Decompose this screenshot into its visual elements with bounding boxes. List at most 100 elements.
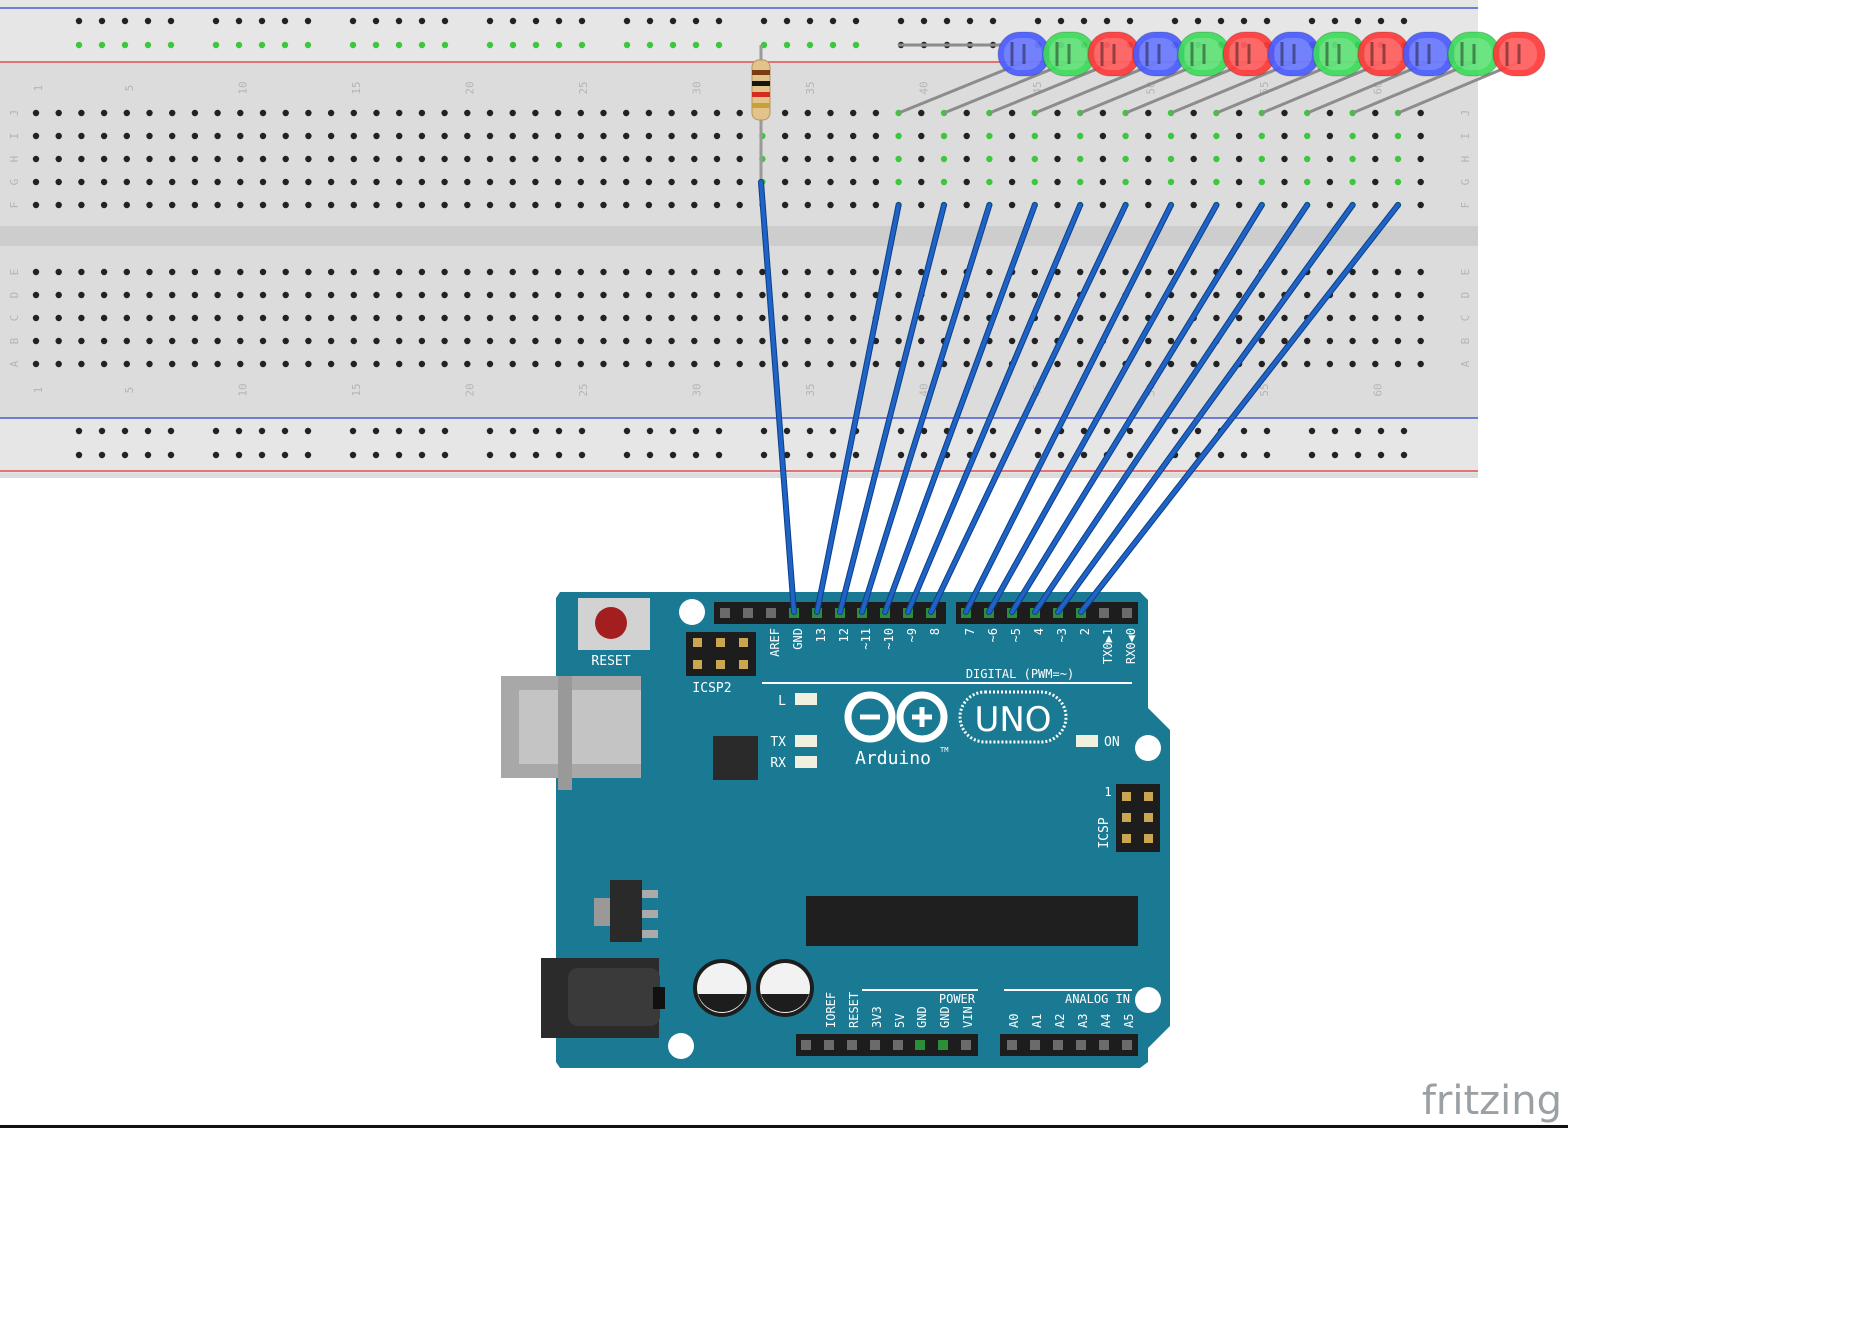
breadboard-hole xyxy=(1190,201,1197,209)
led-l-smd xyxy=(795,693,817,705)
breadboard-hole xyxy=(486,132,494,140)
column-number: 15 xyxy=(350,383,363,396)
rail-hole xyxy=(1171,427,1179,435)
rail-hole xyxy=(669,17,677,25)
led-blue xyxy=(1132,31,1186,77)
jumper-wire xyxy=(815,203,901,614)
resistor xyxy=(751,45,771,182)
breadboard-hole xyxy=(327,155,335,163)
breadboard-hole xyxy=(169,291,176,299)
breadboard-hole xyxy=(55,155,62,163)
breadboard-hole xyxy=(1099,291,1107,299)
column-number: 35 xyxy=(804,383,817,396)
rail-hole xyxy=(646,41,654,49)
rail-hole xyxy=(304,17,312,25)
row-letter: F xyxy=(8,202,21,209)
led-lens xyxy=(1274,38,1312,70)
breadboard-hole xyxy=(373,155,380,163)
breadboard-hole xyxy=(1326,155,1334,163)
breadboard-hole xyxy=(418,109,426,117)
breadboard-hole xyxy=(32,109,40,117)
breadboard-hole xyxy=(1304,337,1311,345)
rail-hole xyxy=(532,427,540,435)
breadboard-hole xyxy=(32,314,40,322)
rail-hole xyxy=(144,17,152,25)
breadboard-hole xyxy=(645,337,653,345)
breadboard-hole xyxy=(1190,178,1197,186)
column-number: 60 xyxy=(1371,383,1384,396)
breadboard-hole xyxy=(373,109,380,117)
breadboard-hole xyxy=(1326,360,1334,368)
breadboard-hole xyxy=(1031,155,1039,163)
breadboard-hole xyxy=(850,178,857,186)
breadboard-hole xyxy=(1372,337,1379,345)
rail-hole xyxy=(235,41,243,49)
breadboard-hole xyxy=(214,178,221,186)
breadboard-hole xyxy=(282,201,289,209)
breadboard-hole xyxy=(781,178,789,186)
rail-hole xyxy=(532,451,540,459)
led-lens xyxy=(1139,38,1177,70)
breadboard-hole xyxy=(1235,268,1243,276)
icsp2-pin xyxy=(693,660,702,669)
breadboard-hole xyxy=(146,314,153,322)
breadboard-hole xyxy=(1145,337,1152,345)
breadboard-hole xyxy=(1304,132,1311,140)
breadboard-hole xyxy=(1281,132,1288,140)
breadboard-hole xyxy=(259,360,267,368)
column-number: 40 xyxy=(917,383,930,396)
header-pin xyxy=(743,608,753,618)
breadboard-hole xyxy=(441,178,448,186)
breadboard-hole xyxy=(214,201,221,209)
mounting-hole xyxy=(679,599,705,625)
breadboard-hole xyxy=(214,155,221,163)
breadboard-hole xyxy=(850,337,857,345)
rail-hole xyxy=(1217,451,1225,459)
breadboard-hole xyxy=(373,360,380,368)
breadboard-hole xyxy=(486,268,494,276)
column-number: 25 xyxy=(577,81,590,94)
breadboard-hole xyxy=(918,360,925,368)
rail-hole xyxy=(806,427,814,435)
breadboard-hole xyxy=(100,337,108,345)
breadboard-hole xyxy=(713,337,721,345)
breadboard-hole xyxy=(691,314,698,322)
rail-hole xyxy=(829,427,837,435)
breadboard-hole xyxy=(1054,291,1061,299)
rail-hole xyxy=(144,451,152,459)
breadboard-hole xyxy=(1008,314,1016,322)
breadboard-hole xyxy=(259,314,267,322)
breadboard-hole xyxy=(895,268,902,276)
breadboard-hole xyxy=(532,268,539,276)
breadboard-hole xyxy=(691,132,698,140)
breadboard-hole xyxy=(1167,178,1175,186)
led-strip xyxy=(997,31,1546,77)
rail-hole xyxy=(167,427,175,435)
breadboard-hole xyxy=(486,155,494,163)
power-pin-label: IOREF xyxy=(824,992,838,1028)
row-letter: D xyxy=(8,292,21,299)
breadboard-hole xyxy=(282,291,289,299)
breadboard-hole xyxy=(146,201,153,209)
rail-hole xyxy=(692,17,700,25)
breadboard-hole xyxy=(1417,109,1424,117)
digital-pin-label: 8 xyxy=(928,628,942,635)
jumper-wire xyxy=(1079,203,1400,614)
breadboard-hole xyxy=(78,360,85,368)
column-number: 35 xyxy=(804,81,817,94)
breadboard-hole xyxy=(1258,360,1266,368)
breadboard-hole xyxy=(645,360,653,368)
rail-hole xyxy=(418,41,426,49)
row-letter: F xyxy=(1459,202,1472,209)
icsp2-pin xyxy=(716,638,725,647)
breadboard-hole xyxy=(1099,201,1107,209)
breadboard-hole xyxy=(713,291,721,299)
row-letter: B xyxy=(8,337,21,344)
rail-hole xyxy=(121,41,129,49)
led-rx-smd xyxy=(795,756,817,768)
breadboard-hole xyxy=(918,337,925,345)
power-header xyxy=(796,1034,978,1056)
breadboard-hole xyxy=(191,314,199,322)
rail-hole xyxy=(623,451,631,459)
rail-hole xyxy=(212,427,220,435)
